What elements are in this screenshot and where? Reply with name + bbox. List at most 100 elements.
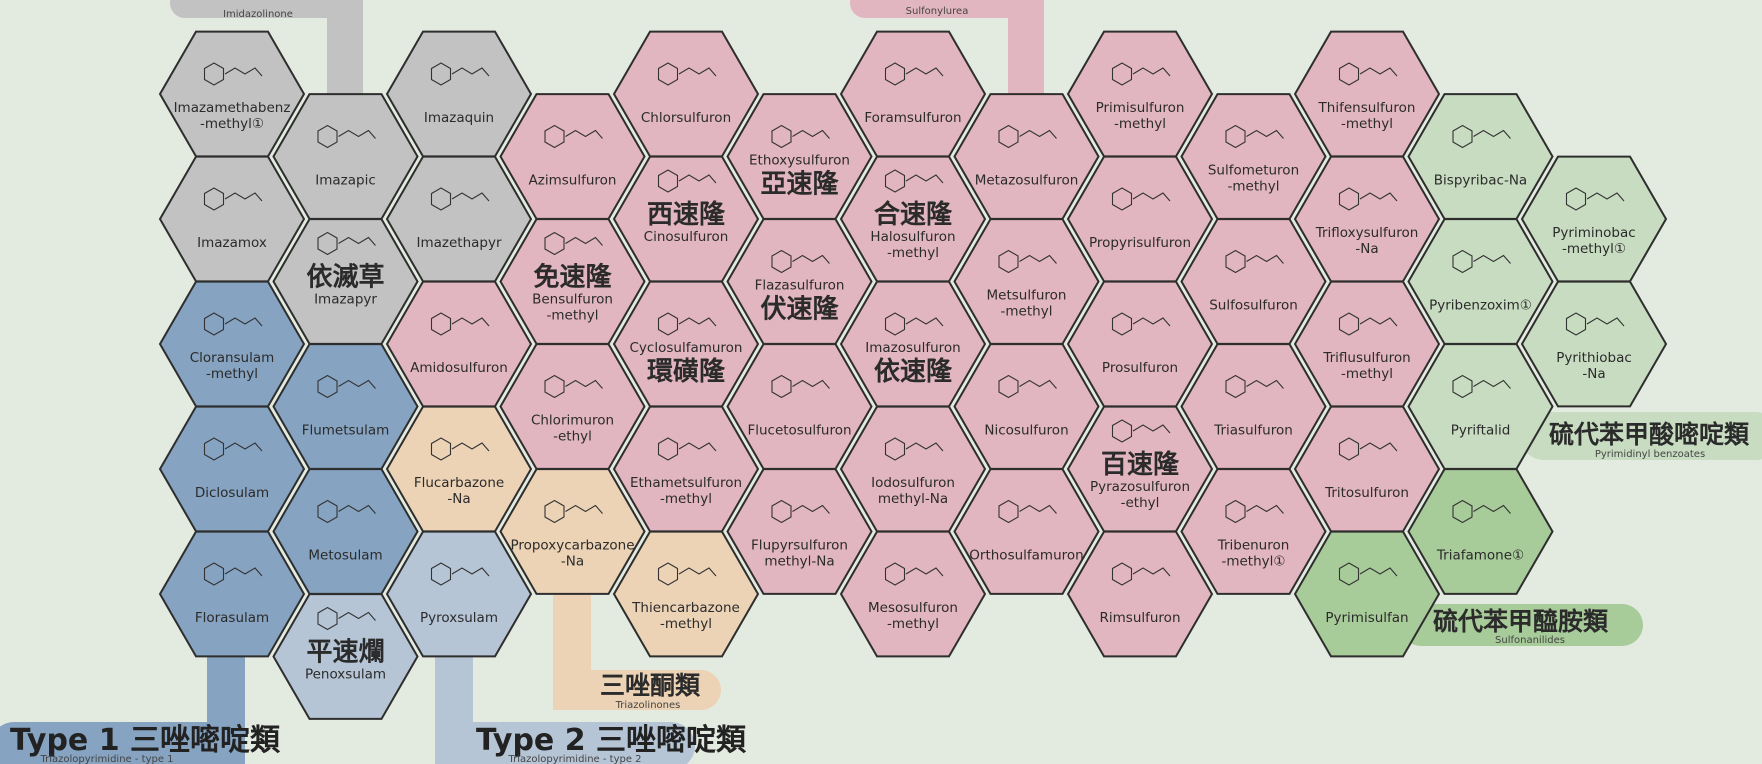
compound-name-en: -methyl bbox=[887, 616, 939, 632]
compound-name-zh: 平速爛 bbox=[306, 638, 384, 668]
compound-hex-primisulfuron-methyl: Primisulfuron-methyl bbox=[1066, 30, 1214, 158]
compound-hex-prosulfuron: Prosulfuron bbox=[1066, 280, 1214, 408]
compound-name-en: Triflusulfuron bbox=[1322, 350, 1410, 366]
compound-name-en: Imazamethabenz bbox=[174, 100, 291, 116]
compound-name-en: Flucetosulfuron bbox=[747, 423, 851, 439]
hex-shape bbox=[1180, 468, 1327, 595]
molecule-chain-icon bbox=[1473, 129, 1511, 139]
compound-name-en: -methyl bbox=[1001, 304, 1053, 320]
molecule-chain-icon bbox=[1246, 129, 1284, 139]
compound-name-en: -Na bbox=[1582, 366, 1605, 382]
compound-name-en: -methyl bbox=[1341, 116, 1393, 132]
compound-name-en: -methyl bbox=[887, 245, 939, 261]
molecule-ring-icon bbox=[203, 312, 225, 336]
compound-hex-flucetosulfuron: Flucetosulfuron bbox=[726, 343, 873, 470]
compound-name-en: -methyl bbox=[1228, 179, 1280, 195]
molecule-ring-icon bbox=[203, 62, 225, 86]
molecule-chain-icon bbox=[1019, 379, 1057, 389]
molecule-ring-icon bbox=[771, 499, 792, 524]
molecule-ring-icon bbox=[884, 169, 906, 193]
compound-name-en: Flumetsulam bbox=[302, 423, 390, 439]
molecule-chain-icon bbox=[451, 567, 490, 577]
molecule-ring-icon bbox=[544, 231, 565, 256]
compound-hex-tribenuron-methyl: Tribenuron-methyl① bbox=[1180, 468, 1327, 595]
molecule-ring-icon bbox=[1452, 124, 1473, 149]
compound-name-en: Propyrisulfuron bbox=[1089, 235, 1191, 251]
compound-name-en: Trifloxysulfuron bbox=[1315, 225, 1419, 241]
molecule-ring-icon bbox=[657, 62, 679, 86]
compound-hex-sulfosulfuron: Sulfosulfuron bbox=[1180, 218, 1327, 345]
pyrimidinyl-benzoate-label: 硫代苯甲酸嘧啶類 bbox=[1549, 420, 1750, 449]
compound-hex-foramsulfuron: Foramsulfuron bbox=[839, 30, 987, 158]
compound-name-zh: 依速隆 bbox=[874, 357, 953, 387]
compound-name-zh: 百速隆 bbox=[1101, 450, 1180, 480]
hex-shape bbox=[1407, 93, 1554, 220]
molecule-chain-icon bbox=[565, 504, 603, 514]
hex-shape bbox=[499, 93, 646, 220]
molecule-ring-icon bbox=[998, 124, 1019, 149]
compound-name-en: Pyriminobac bbox=[1552, 225, 1635, 241]
compound-name-en: Triasulfuron bbox=[1213, 423, 1293, 439]
molecule-ring-icon bbox=[771, 249, 792, 274]
compound-name-en: -methyl bbox=[1114, 116, 1166, 132]
molecule-ring-icon bbox=[1111, 419, 1133, 443]
hex-shape bbox=[272, 343, 419, 470]
molecule-ring-icon bbox=[771, 124, 792, 149]
molecule-ring-icon bbox=[1338, 437, 1360, 461]
molecule-ring-icon bbox=[1111, 187, 1133, 211]
compound-hex-imazamox: Imazamox bbox=[158, 155, 306, 283]
hex-shape bbox=[385, 30, 533, 158]
compound-name-en: Iodosulfuron bbox=[871, 475, 955, 491]
molecule-ring-icon bbox=[1225, 249, 1246, 274]
molecule-chain-icon bbox=[565, 379, 603, 389]
compound-name-en: Bispyribac-Na bbox=[1434, 173, 1527, 189]
molecule-ring-icon bbox=[657, 437, 679, 461]
pyrimidinyl-benzoate-label-en: Pyrimidinyl benzoates bbox=[1595, 449, 1705, 460]
triazolinone-tab bbox=[553, 670, 721, 710]
molecule-chain-icon bbox=[678, 67, 717, 77]
molecule-chain-icon bbox=[451, 67, 490, 77]
compound-name-en: Flazasulfuron bbox=[755, 278, 845, 294]
hex-shape bbox=[953, 343, 1100, 470]
molecule-chain-icon bbox=[1246, 254, 1284, 264]
molecule-chain-icon bbox=[1246, 504, 1284, 514]
compound-hex-imazethapyr: Imazethapyr bbox=[385, 155, 533, 283]
hex-shape bbox=[1066, 30, 1214, 158]
molecule-chain-icon bbox=[678, 317, 717, 327]
hex-shape bbox=[1180, 93, 1327, 220]
molecule-chain-icon bbox=[451, 317, 490, 327]
sulfonanilide-label-en: Sulfonanilides bbox=[1495, 635, 1565, 646]
molecule-chain-icon bbox=[792, 129, 830, 139]
molecule-chain-icon bbox=[565, 129, 603, 139]
molecule-chain-icon bbox=[1473, 504, 1511, 514]
hex-shape bbox=[158, 405, 306, 533]
compound-name-en: Cyclosulfamuron bbox=[630, 340, 743, 356]
compound-name-en: -methyl bbox=[206, 366, 258, 382]
molecule-ring-icon bbox=[1225, 499, 1246, 524]
compound-name-en: Tribenuron bbox=[1217, 538, 1290, 554]
tp1-label: Type 1 三唑嘧啶類 bbox=[10, 723, 281, 758]
molecule-chain-icon bbox=[1019, 254, 1057, 264]
imidazolinone-tab bbox=[170, 0, 363, 18]
compound-name-en: -Na bbox=[561, 554, 584, 570]
molecule-chain-icon bbox=[565, 236, 603, 246]
compound-hex-metosulam: Metosulam bbox=[272, 468, 419, 595]
molecule-chain-icon bbox=[905, 174, 944, 184]
compound-hex-florasulam: Florasulam bbox=[158, 530, 306, 658]
molecule-chain-icon bbox=[338, 504, 376, 514]
molecule-chain-icon bbox=[1359, 317, 1398, 327]
molecule-chain-icon bbox=[792, 504, 830, 514]
molecule-chain-icon bbox=[224, 192, 263, 202]
compound-name-en: Amidosulfuron bbox=[410, 360, 508, 376]
hex-shape bbox=[272, 593, 419, 720]
compound-hex-propyrisulfuron: Propyrisulfuron bbox=[1066, 155, 1214, 283]
compound-hex-pyrithiobac-na: Pyrithiobac-Na bbox=[1520, 280, 1668, 408]
molecule-ring-icon bbox=[1338, 187, 1360, 211]
molecule-ring-icon bbox=[998, 374, 1019, 399]
compound-hex-chlorimuron-ethyl: Chlorimuron-ethyl bbox=[499, 343, 646, 470]
molecule-ring-icon bbox=[317, 374, 338, 399]
hex-shape bbox=[158, 155, 306, 283]
